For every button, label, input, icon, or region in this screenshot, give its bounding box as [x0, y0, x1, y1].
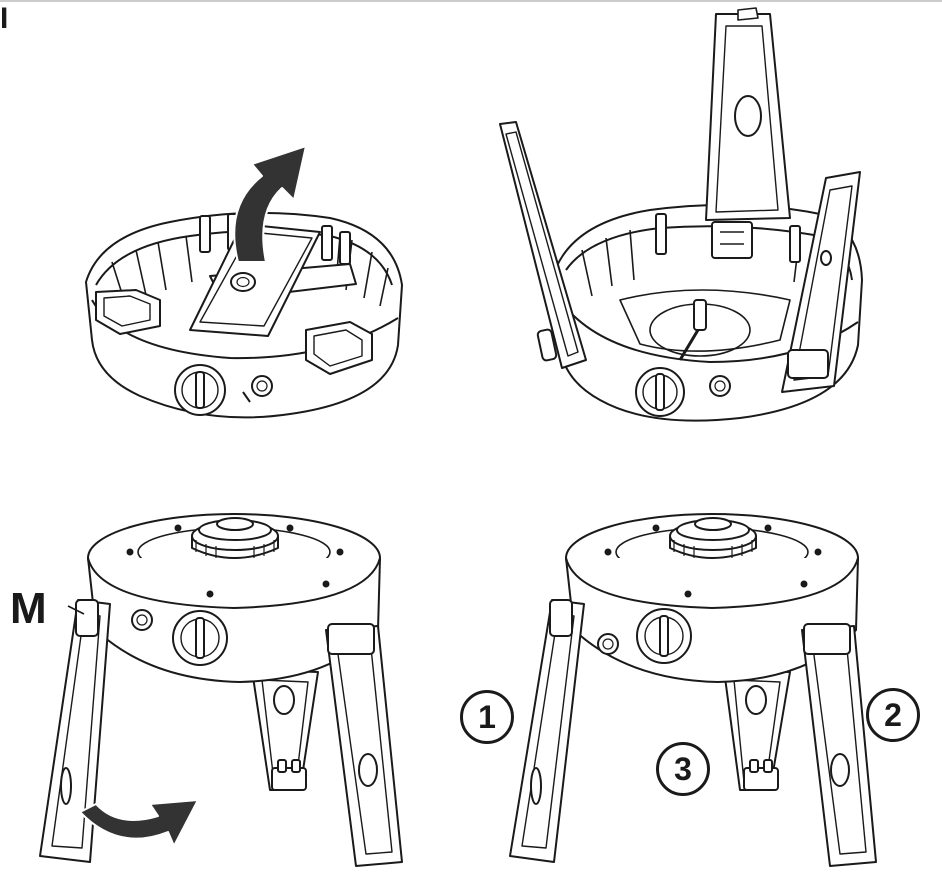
leg-number-3: 3 [656, 742, 710, 796]
step-label: I [0, 2, 9, 35]
rotate-leg-arrow-icon [79, 799, 199, 847]
rotate-up-arrow-icon [233, 145, 307, 263]
m-callout-label: M [10, 584, 47, 633]
panel-numbered-legs [509, 513, 877, 867]
panel-folded-base [85, 211, 403, 419]
leg-number-2: 2 [866, 688, 920, 742]
leg-number-1: 1 [460, 690, 514, 744]
m-pointer-line [67, 605, 85, 615]
panel-leg-rotate [39, 513, 403, 867]
panel-legs-raised [499, 7, 863, 422]
